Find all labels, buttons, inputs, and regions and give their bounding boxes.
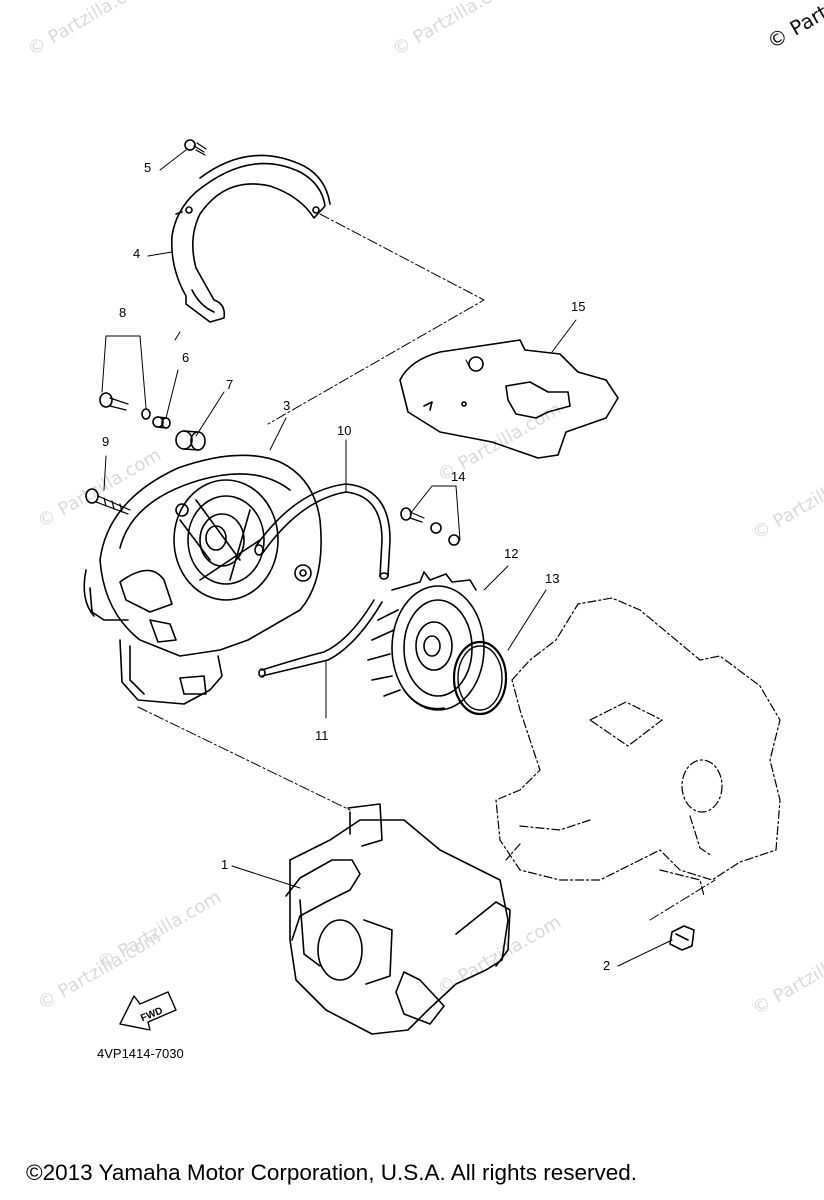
part-9-screw bbox=[85, 488, 131, 515]
callout-10: 10 bbox=[337, 423, 352, 438]
leader-lines bbox=[101, 149, 673, 967]
callout-8: 8 bbox=[119, 305, 127, 320]
copyright-footer: ©2013 Yamaha Motor Corporation, U.S.A. A… bbox=[26, 1160, 638, 1185]
part-7-grommet bbox=[175, 430, 206, 451]
part-2-clip bbox=[669, 925, 695, 951]
guide-lines bbox=[137, 213, 716, 921]
callout-3: 3 bbox=[283, 398, 291, 413]
callout-13: 13 bbox=[545, 571, 560, 586]
callout-9: 9 bbox=[102, 434, 110, 449]
part-4-shroud bbox=[170, 154, 331, 323]
part-6-collar bbox=[152, 416, 171, 429]
callout-11: 11 bbox=[315, 728, 329, 743]
callout-5: 5 bbox=[144, 160, 152, 175]
callout-14: 14 bbox=[451, 469, 466, 484]
callout-6: 6 bbox=[182, 350, 190, 365]
part-3-fan-housing bbox=[83, 454, 322, 705]
part-8-bolt bbox=[99, 392, 151, 420]
callout-15: 15 bbox=[571, 299, 586, 314]
part-13-o-ring bbox=[452, 640, 508, 716]
part-12-fan bbox=[367, 571, 485, 711]
part-15-plate bbox=[399, 339, 619, 459]
part-11-hose bbox=[258, 599, 383, 678]
callout-7: 7 bbox=[226, 377, 234, 392]
diagram-code: 4VP1414-7030 bbox=[97, 1046, 184, 1061]
part-1-duct bbox=[285, 803, 511, 1035]
callout-12: 12 bbox=[504, 546, 519, 561]
fwd-label: FWD bbox=[139, 1006, 164, 1025]
callout-4: 4 bbox=[133, 246, 141, 261]
fwd-arrow-icon bbox=[119, 991, 177, 1031]
part-14-bolt bbox=[400, 507, 460, 546]
callout-2: 2 bbox=[603, 958, 611, 973]
part-10-hose bbox=[254, 483, 391, 580]
part-5-screw bbox=[184, 139, 207, 156]
engine-outline bbox=[495, 597, 781, 897]
callout-1: 1 bbox=[221, 857, 229, 872]
